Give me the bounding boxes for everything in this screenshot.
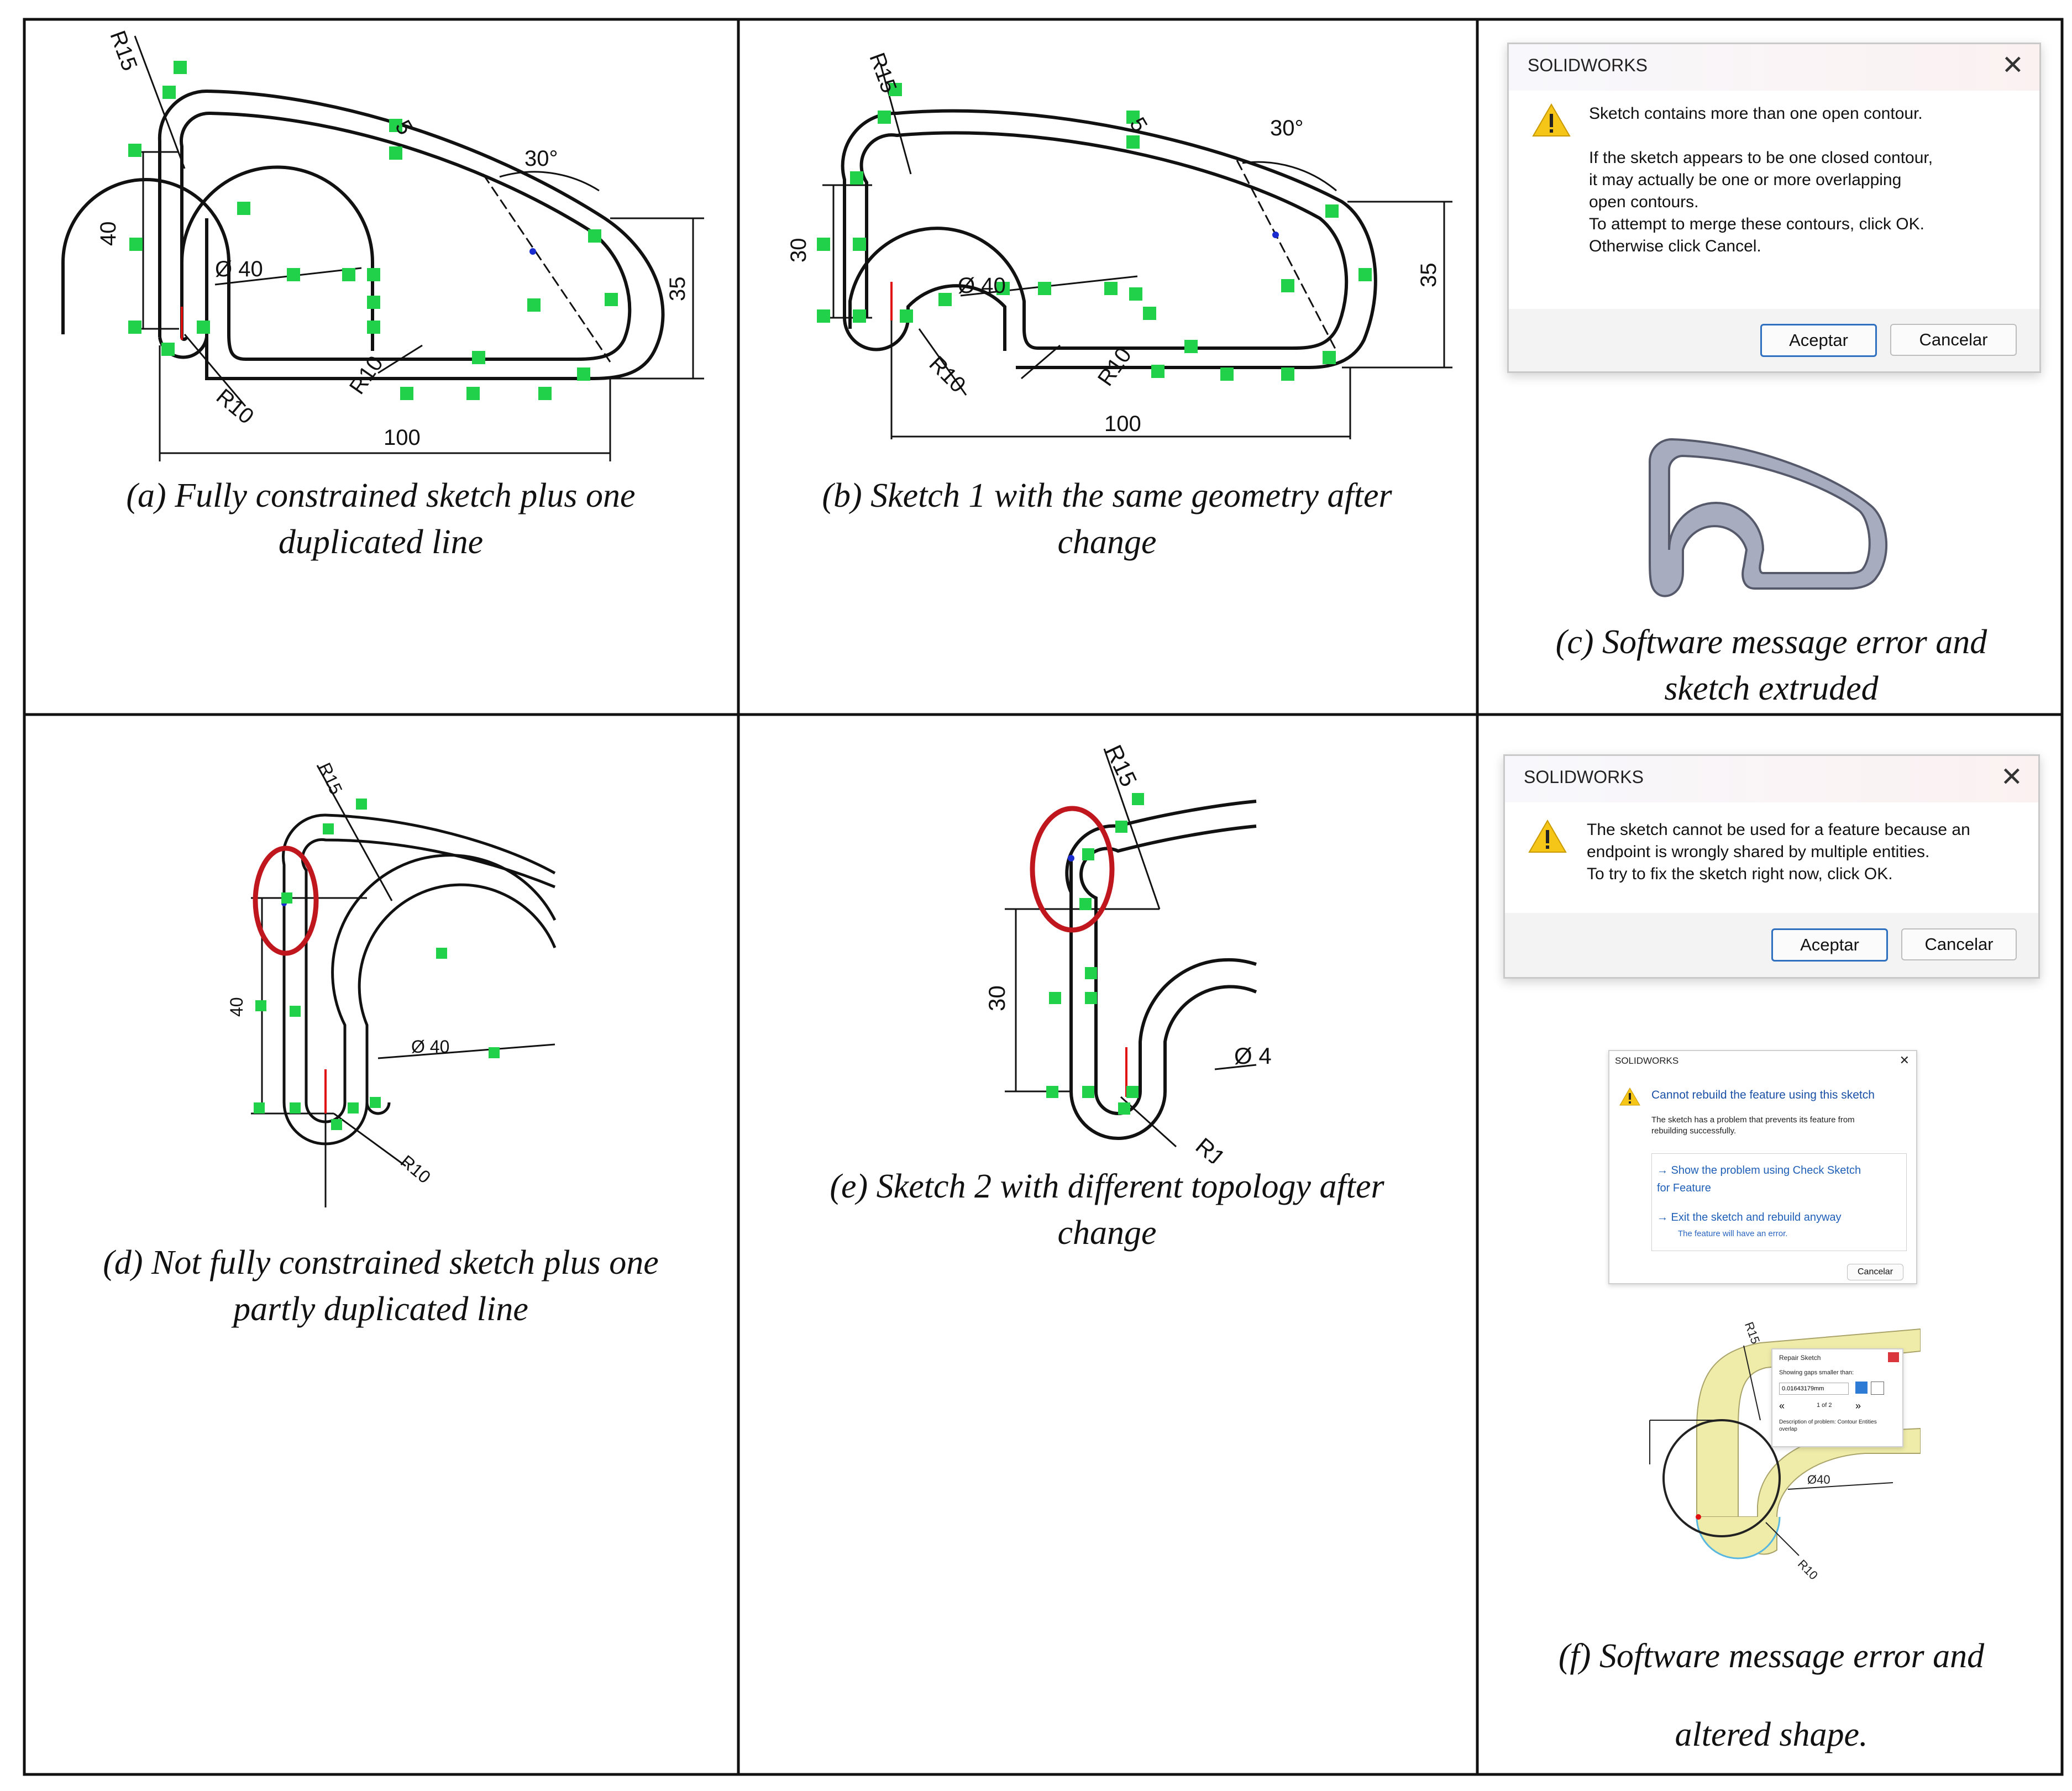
open-contour-dialog: SOLIDWORKS ✕ Sketch contains more than o… <box>1507 43 2041 373</box>
a-angle-label: 30° <box>524 146 558 171</box>
b-v30-label: 30 <box>786 238 811 263</box>
e-dia-label: Ø 4 <box>1234 1043 1272 1069</box>
warning-icon <box>1619 1088 1640 1106</box>
dialog-title: SOLIDWORKS <box>1528 55 1648 75</box>
dialog-message: The sketch cannot be used for a feature … <box>1587 821 1970 883</box>
dialog-message-1: Sketch contains more than one open conto… <box>1589 104 1923 123</box>
d-dia-label: Ø 40 <box>411 1037 449 1057</box>
caption-b: (b) Sketch 1 with the same geometry afte… <box>822 477 1392 561</box>
f-r10-label: R10 <box>1795 1557 1821 1582</box>
rebuild-text: The sketch has a problem that prevents i… <box>1651 1115 1855 1136</box>
close-icon[interactable]: ✕ <box>2001 51 2024 80</box>
warning-icon <box>1528 820 1567 853</box>
sketch-b: R15 5 30° 30 Ø 40 35 R10 R10 100 <box>786 50 1452 439</box>
b-dia-label: Ø 40 <box>958 274 1006 298</box>
caption-d: (d) Not fully constrained sketch plus on… <box>103 1244 659 1328</box>
a-h100-label: 100 <box>384 426 421 450</box>
e-v30-label: 30 <box>984 985 1010 1011</box>
f-dia-label: Ø40 <box>1807 1473 1830 1487</box>
repair-pager: 1 of 2 <box>1817 1402 1832 1409</box>
close-icon[interactable]: ✕ <box>2000 763 2023 792</box>
cancel-button[interactable]: Cancelar <box>1901 928 2017 960</box>
panel-b: R15 5 30° 30 Ø 40 35 R10 R10 100 (b) Ske… <box>739 19 1476 715</box>
repair-gap-input[interactable]: 0.01643179mm <box>1779 1383 1849 1395</box>
close-icon[interactable] <box>1888 1352 1899 1362</box>
dialog-message-2: If the sketch appears to be one closed c… <box>1589 149 1933 211</box>
panel-c: SOLIDWORKS ✕ Sketch contains more than o… <box>1478 19 2061 715</box>
b-h100-label: 100 <box>1104 412 1141 436</box>
a-r15-label: R15 <box>105 28 141 74</box>
close-icon[interactable]: ✕ <box>1899 1053 1910 1067</box>
dialog-titlebar: SOLIDWORKS ✕ <box>1509 44 2039 91</box>
refresh-icon[interactable] <box>1855 1382 1868 1394</box>
b-angle-label: 30° <box>1270 116 1304 140</box>
e-r15-label: R15 <box>1100 741 1142 791</box>
d-r10-label: R10 <box>397 1151 434 1187</box>
exit-rebuild-note: The feature will have an error. <box>1678 1229 1788 1238</box>
sketch-e: R15 30 Ø 4 R1 <box>984 741 1272 1163</box>
caption-a: (a) Fully constrained sketch plus one du… <box>126 477 636 561</box>
exit-rebuild-link[interactable]: → Exit the sketch and rebuild anyway <box>1657 1211 1842 1223</box>
caption-e: (e) Sketch 2 with different topology aft… <box>830 1168 1384 1252</box>
a-r10-label-2: R10 <box>212 384 259 429</box>
dialog-body: The sketch cannot be used for a feature … <box>1505 802 2038 913</box>
caption-f-line2: altered shape. <box>1675 1716 1868 1753</box>
d-r15-label: R15 <box>314 760 346 797</box>
panel-e: R15 30 Ø 4 R1 (e) Sketch 2 with differen… <box>739 716 1476 1773</box>
sketch-a: R15 5 30° 40 Ø 40 35 R10 R10 100 <box>61 28 704 461</box>
dialog-titlebar: SOLIDWORKS ✕ <box>1505 756 2038 802</box>
extruded-shape <box>1649 438 1888 597</box>
prev-icon[interactable]: « <box>1779 1400 1785 1411</box>
panel-f: SOLIDWORKS ✕ The sketch cannot be used f… <box>1478 716 2061 1773</box>
ok-button[interactable]: Aceptar <box>1771 928 1888 962</box>
sketch-d: R15 40 Ø 40 R10 <box>227 760 557 1207</box>
dialog-title: SOLIDWORKS <box>1524 767 1644 787</box>
rebuild-error-dialog: SOLIDWORKS ✕ Cannot rebuild the feature … <box>1608 1050 1917 1284</box>
dialog-message-3: To attempt to merge these contours, clic… <box>1589 215 1924 255</box>
next-icon[interactable]: » <box>1855 1400 1861 1411</box>
altered-shape-view: R15 Ø40 R10 Repair Sketch Showing gaps s… <box>1633 1318 1921 1611</box>
repair-gap-label: Showing gaps smaller than: <box>1779 1369 1854 1376</box>
b-r15-label: R15 <box>864 50 901 96</box>
panel-d: R15 40 Ø 40 R10 (d) Not fully constraine… <box>24 716 738 1773</box>
f-r15-label: R15 <box>1742 1320 1762 1346</box>
rebuild-heading: Cannot rebuild the feature using this sk… <box>1651 1089 1875 1101</box>
check-sketch-link[interactable]: → Show the problem using Check Sketch fo… <box>1657 1164 1861 1194</box>
d-v40-label: 40 <box>227 997 246 1017</box>
ok-button[interactable]: Aceptar <box>1760 324 1877 357</box>
repair-title: Repair Sketch <box>1779 1354 1821 1362</box>
caption-c: (c) Software message error and sketch ex… <box>1555 623 1987 707</box>
repair-sketch-panel: Repair Sketch Showing gaps smaller than:… <box>1771 1348 1903 1447</box>
caption-f-line1: (f) Software message error and <box>1558 1637 1985 1675</box>
a-v35-label: 35 <box>665 277 690 302</box>
shared-endpoint-dialog: SOLIDWORKS ✕ The sketch cannot be used f… <box>1503 754 2040 979</box>
dialog-body: Sketch contains more than one open conto… <box>1509 91 2039 309</box>
a-v40-label: 40 <box>96 222 120 246</box>
rebuild-option-box <box>1651 1153 1907 1251</box>
cancel-button[interactable]: Cancelar <box>1847 1264 1903 1280</box>
b-v35-label: 35 <box>1417 263 1441 288</box>
a-dia-label: Ø 40 <box>215 257 263 281</box>
mini-dialog-title: SOLIDWORKS <box>1615 1055 1679 1066</box>
warning-icon <box>1532 103 1571 136</box>
e-r1-label: R1 <box>1191 1132 1230 1163</box>
cancel-button[interactable]: Cancelar <box>1890 324 2017 356</box>
panel-a: R15 5 30° 40 Ø 40 35 R10 R10 100 (a) Ful… <box>24 19 738 715</box>
zoom-icon[interactable] <box>1871 1382 1884 1395</box>
repair-description: Description of problem: Contour Entities… <box>1779 1419 1877 1432</box>
